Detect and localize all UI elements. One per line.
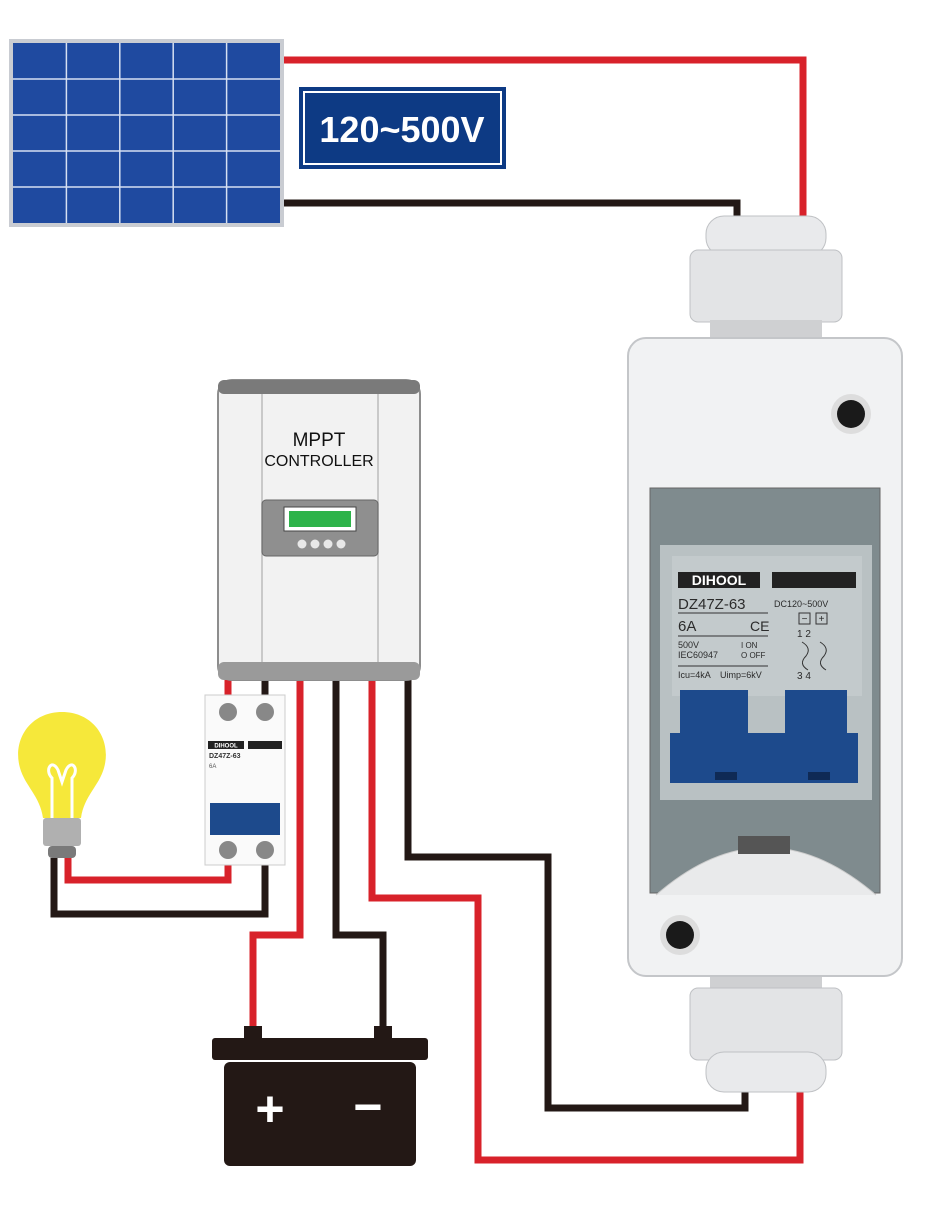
window-latch[interactable]: [738, 836, 790, 854]
main-breaker: DIHOOL DZ47Z-63 DC120~500V 6A CE 500V IE…: [670, 572, 858, 783]
breaker-model: DZ47Z-63: [678, 596, 746, 613]
load-breaker: DIHOOL DZ47Z-63 6A: [204, 694, 286, 866]
plus-terminal-label: +: [819, 614, 825, 625]
panel-positive-wire: [283, 56, 807, 218]
solar-panel: [9, 39, 284, 227]
battery: + −: [212, 1026, 428, 1166]
bulb-black-wire: [50, 858, 269, 918]
breaker-voltage: 500V: [678, 640, 699, 650]
bulb-red-wire: [64, 858, 232, 884]
controller-subtitle: CONTROLLER: [264, 453, 373, 470]
top-cable-gland: [689, 215, 843, 338]
breaker-on-label: I ON: [741, 641, 758, 650]
bottom-cable-gland: [689, 972, 843, 1093]
light-bulb-icon: [18, 712, 106, 858]
controller-display: [289, 511, 351, 527]
battery-plus-icon: +: [255, 1081, 284, 1137]
small-breaker-model: DZ47Z-63: [209, 753, 241, 760]
small-breaker-current: 6A: [209, 764, 216, 770]
small-breaker-brand: DIHOOL: [214, 744, 238, 750]
controller-to-breaker-red: [368, 680, 804, 1164]
breaker-brand: DIHOOL: [692, 572, 747, 588]
breaker-uimp: Uimp=6kV: [720, 670, 762, 680]
battery-positive-wire: [249, 680, 304, 1032]
voltage-label-box: 120~500V: [299, 87, 506, 169]
ce-mark: CE: [750, 618, 769, 634]
poles-top-label: 1 2: [797, 629, 811, 640]
breaker-standard: IEC60947: [678, 650, 718, 660]
breaker-rating: DC120~500V: [774, 599, 828, 609]
battery-negative-wire: [332, 680, 387, 1032]
controller-to-breaker-black: [404, 680, 749, 1112]
panel-negative-wire: [283, 199, 741, 218]
minus-terminal-label: −: [802, 614, 808, 625]
voltage-label: 120~500V: [319, 109, 484, 150]
controller-title: MPPT: [293, 430, 346, 451]
poles-bottom-label: 3 4: [797, 671, 811, 682]
controller-buttons: [297, 539, 346, 549]
breaker-handle-left[interactable]: [680, 690, 748, 735]
breaker-current: 6A: [678, 618, 696, 635]
breaker-off-label: O OFF: [741, 651, 766, 660]
small-breaker-handle[interactable]: [210, 803, 280, 835]
breaker-icu: Icu=4kA: [678, 670, 711, 680]
breaker-handle-right[interactable]: [785, 690, 847, 735]
battery-minus-icon: −: [353, 1079, 382, 1135]
mppt-controller: MPPT CONTROLLER: [217, 379, 421, 681]
